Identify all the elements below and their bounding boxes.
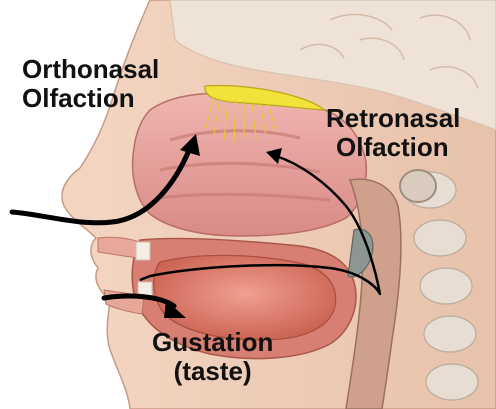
orthonasal-olfaction-label: Orthonasal Olfaction: [22, 55, 159, 113]
gustation-label-line1: Gustation: [152, 328, 273, 357]
ear-canal: [400, 170, 436, 202]
orthonasal-label-line2: Olfaction: [22, 84, 159, 113]
orthonasal-label-line1: Orthonasal: [22, 55, 159, 84]
gustation-label-line2: (taste): [152, 357, 273, 386]
retronasal-olfaction-label: Retronasal Olfaction: [326, 104, 460, 162]
retronasal-label-line2: Olfaction: [326, 133, 460, 162]
gustation-label: Gustation (taste): [152, 328, 273, 386]
retronasal-label-line1: Retronasal: [326, 104, 460, 133]
upper-teeth: [136, 242, 150, 260]
